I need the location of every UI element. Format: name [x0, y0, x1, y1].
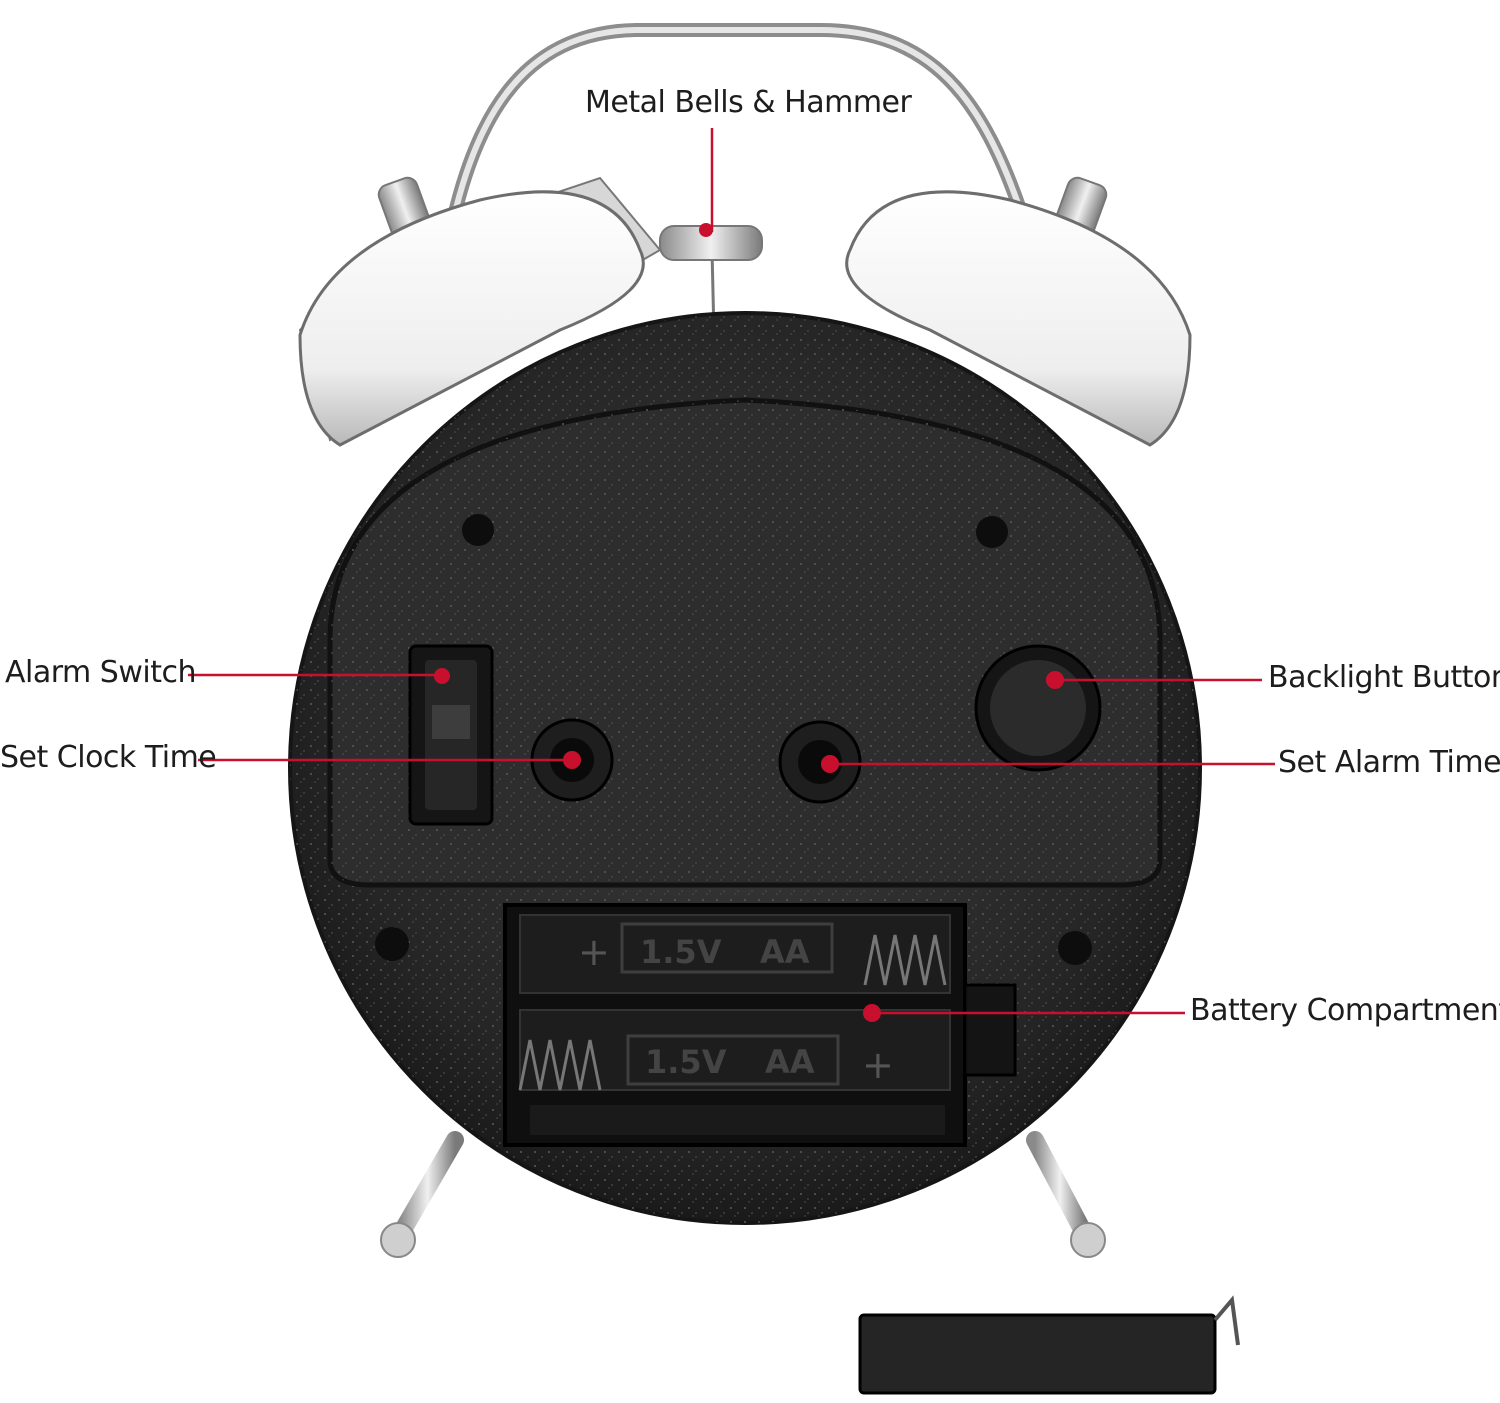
screw-bottom-left [375, 927, 409, 961]
battery-bottom-size: AA [765, 1043, 815, 1081]
battery-cover [858, 1295, 1240, 1395]
battery-top-label-box [620, 922, 834, 974]
callout-dot-metal-bells [699, 223, 713, 237]
screw-top-left [462, 514, 494, 546]
spring-bottom [518, 1039, 602, 1091]
callout-dot-battery [863, 1004, 881, 1022]
label-backlight-button: Backlight Button [1268, 660, 1500, 695]
label-alarm-switch: Alarm Switch [5, 655, 197, 690]
right-bell [845, 176, 1192, 447]
callout-dot-set-clock [563, 751, 581, 769]
battery-bottom-plus: + [862, 1043, 894, 1087]
battery-compartment: + 1.5V AA 1.5V AA + [503, 903, 1017, 1147]
battery-bottom-label-box [626, 1034, 840, 1086]
screw-top-right [976, 516, 1008, 548]
handle [438, 23, 1037, 262]
label-metal-bells-hammer: Metal Bells & Hammer [585, 85, 912, 120]
callout-dot-set-alarm [821, 755, 839, 773]
callout-lines [188, 128, 1275, 1015]
spring-top [863, 934, 947, 986]
set-alarm-time-knob[interactable] [778, 720, 862, 804]
label-set-clock-time: Set Clock Time [0, 740, 217, 775]
backlight-button[interactable] [974, 644, 1102, 772]
label-set-alarm-time: Set Alarm Time [1278, 745, 1500, 780]
right-leg [1026, 1131, 1106, 1258]
callout-dot-backlight [1046, 671, 1064, 689]
battery-top-size: AA [760, 933, 810, 971]
left-leg [380, 1131, 464, 1258]
left-bell [298, 176, 662, 447]
alarm-switch[interactable] [408, 644, 494, 826]
battery-top-voltage: 1.5V [640, 933, 722, 971]
battery-bottom-voltage: 1.5V [645, 1043, 727, 1081]
screw-bottom-right [1058, 931, 1092, 965]
callout-dots [434, 223, 1064, 1022]
label-battery-compartment: Battery Compartment [1190, 993, 1500, 1028]
battery-top-plus: + [578, 930, 610, 974]
callout-dot-alarm-switch [434, 668, 450, 684]
